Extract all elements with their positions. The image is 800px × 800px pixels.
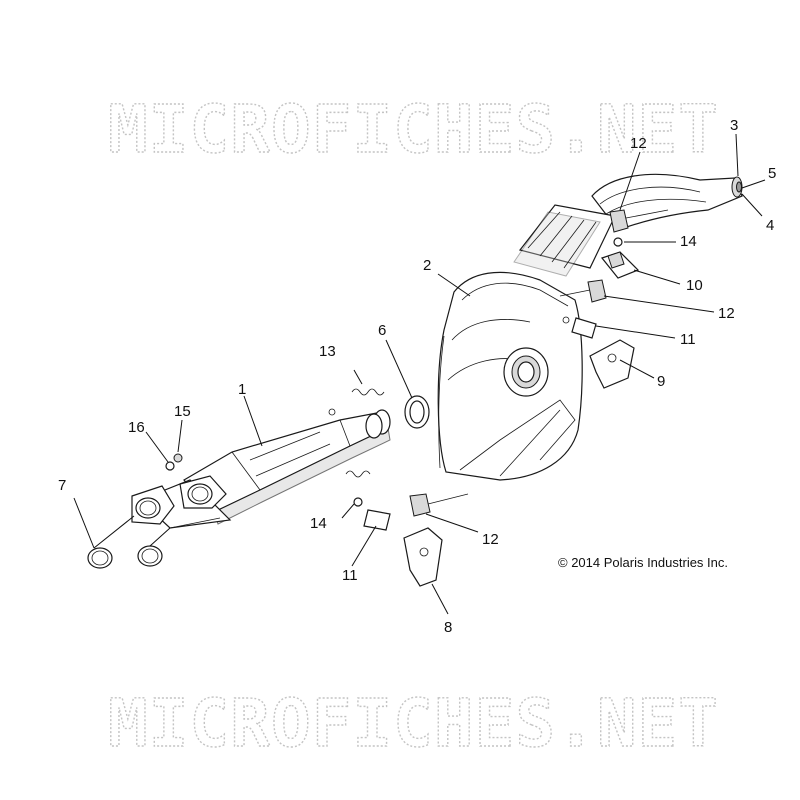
mounting-brackets: [353, 209, 669, 587]
catalytic-converter: [138, 409, 391, 529]
callout-8: 8: [444, 619, 452, 636]
callout-11-upper: 11: [680, 331, 696, 348]
callout-9: 9: [657, 373, 665, 390]
watermark-top: MICROFICHES.NET: [108, 91, 719, 168]
callout-10: 10: [686, 277, 703, 294]
callout-5: 5: [768, 165, 776, 182]
callout-7: 7: [58, 477, 66, 494]
callout-6: 6: [378, 322, 386, 339]
exhaust-gaskets: [87, 545, 163, 569]
callout-3: 3: [730, 117, 738, 134]
exhaust-flanges: [131, 475, 227, 525]
watermark-bottom: MICROFICHES.NET: [108, 685, 719, 762]
tailpipe: [591, 173, 743, 231]
callout-labels: 1 2 3 4 5 6 7 8 9 10 11 11 12 12 12 13 1…: [58, 117, 776, 636]
callout-12-top: 12: [630, 135, 647, 152]
callout-1: 1: [238, 381, 246, 398]
callout-2: 2: [423, 257, 431, 274]
leader-lines: [73, 133, 766, 615]
callout-15: 15: [174, 403, 191, 420]
callout-13: 13: [319, 343, 336, 360]
callout-11-lower: 11: [342, 567, 358, 584]
callout-12-bottom: 12: [482, 531, 499, 548]
callout-14-bottom: 14: [310, 515, 327, 532]
muffler: [437, 271, 583, 481]
callout-14-top: 14: [680, 233, 697, 250]
callout-4: 4: [766, 217, 774, 234]
small-fasteners: [165, 453, 183, 471]
callout-16: 16: [128, 419, 145, 436]
callout-12-middle: 12: [718, 305, 735, 322]
copyright-notice: © 2014 Polaris Industries Inc.: [558, 555, 728, 570]
exhaust-springs: [328, 388, 385, 478]
gasket-ring: [404, 395, 430, 429]
muffler-inlet-pipe: [513, 204, 616, 277]
